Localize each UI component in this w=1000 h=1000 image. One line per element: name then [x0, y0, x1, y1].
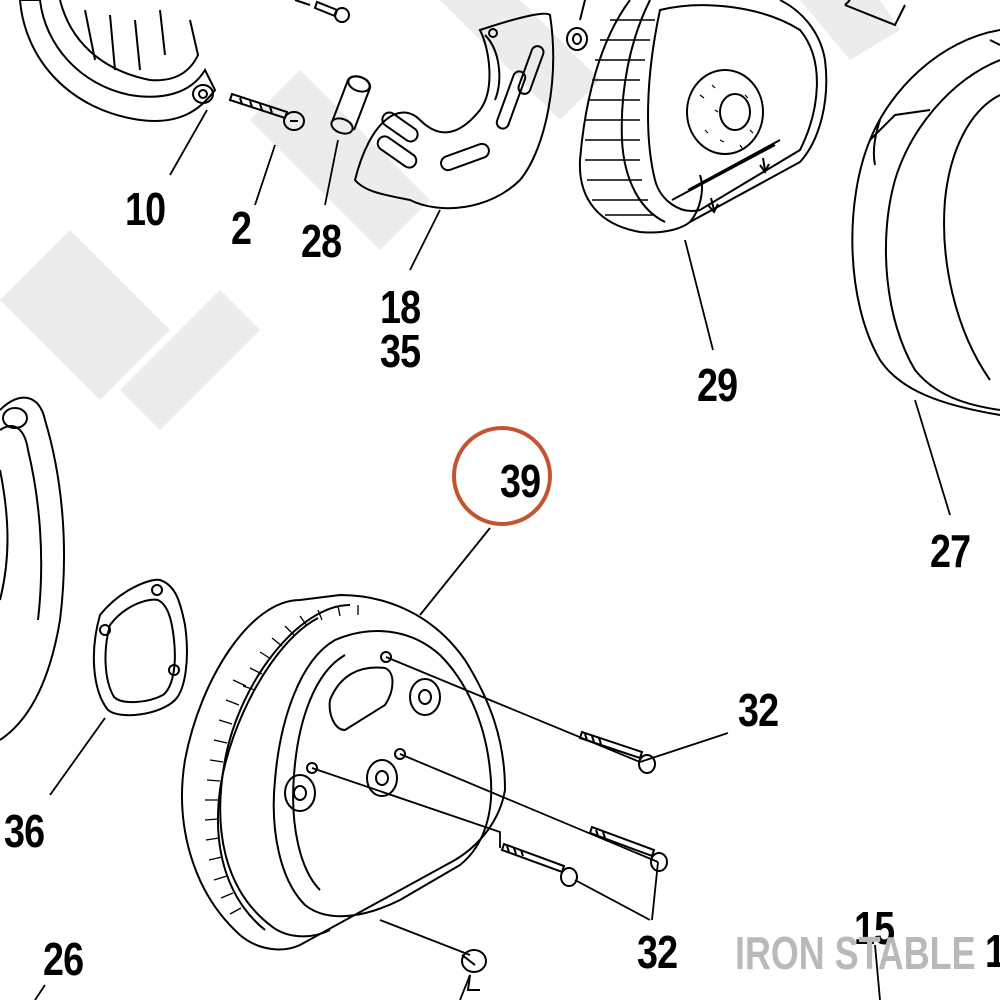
brand-watermark: IRON STABLE	[735, 927, 976, 979]
callout-35: 35	[380, 325, 421, 377]
callout-27: 27	[930, 525, 971, 577]
callout-18: 18	[380, 281, 421, 333]
small-screw-part	[294, 0, 350, 23]
tag-part	[844, 0, 906, 27]
callout-1: 1	[985, 928, 1000, 974]
callout-10: 10	[125, 183, 166, 235]
outer-housing-part	[18, 0, 217, 122]
callout-28: 28	[301, 215, 342, 267]
callout-39: 39	[500, 455, 541, 507]
callout-29: 29	[697, 359, 738, 411]
cover-part	[851, 29, 1000, 416]
backplate-part	[353, 12, 555, 210]
bolt-parts	[461, 730, 668, 991]
washer-part	[566, 0, 588, 51]
watermark	[0, 0, 900, 430]
gasket-part	[92, 578, 188, 717]
callout-26: 26	[43, 933, 84, 985]
callout-32-lower: 32	[637, 926, 678, 978]
callout-15: 15	[854, 902, 895, 954]
air-filter-assembly-part	[181, 593, 507, 951]
filter-element-part	[578, 0, 828, 234]
screw-part	[228, 92, 305, 131]
leader-lines	[34, 109, 951, 1000]
spacer-part	[330, 75, 372, 135]
callout-36: 36	[4, 805, 45, 857]
callout-32-upper: 32	[738, 684, 779, 736]
callout-2: 2	[231, 202, 252, 254]
highlight-circle	[452, 426, 552, 526]
left-cover-part	[0, 396, 66, 741]
